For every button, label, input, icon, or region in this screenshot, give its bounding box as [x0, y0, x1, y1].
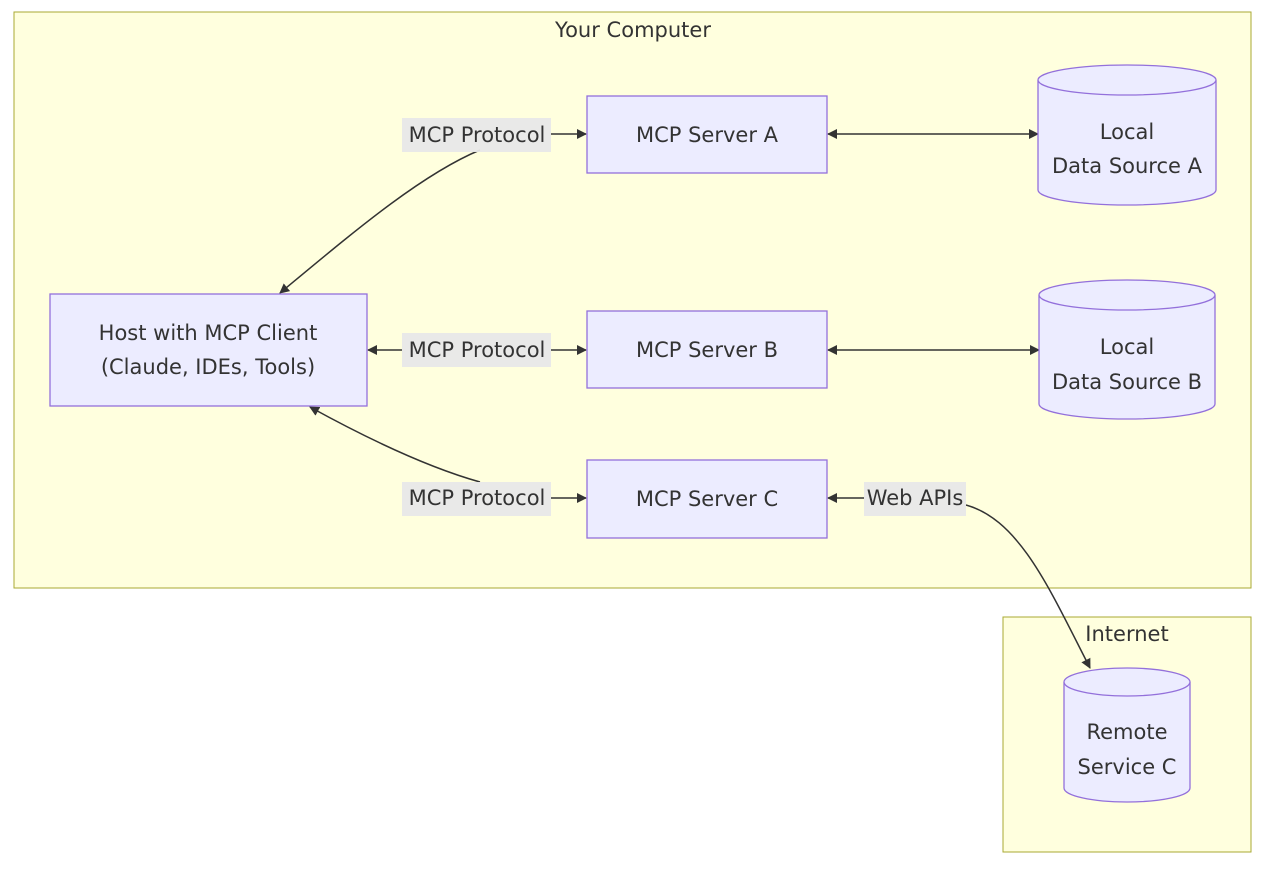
node-data-source-a[interactable]: Local Data Source A	[1037, 64, 1217, 206]
edge-label-host-server-a: MCP Protocol	[409, 123, 546, 147]
edge-label-host-server-c: MCP Protocol	[409, 486, 546, 510]
node-data-source-b-line-2: Data Source B	[1052, 370, 1202, 394]
cluster-your-computer-label: Your Computer	[554, 18, 711, 42]
edge-label-host-server-b: MCP Protocol	[409, 338, 546, 362]
edge-host-to-server-a: MCP Protocol	[279, 118, 587, 294]
node-server-a[interactable]: MCP Server A	[586, 95, 828, 174]
node-server-c-label: MCP Server C	[636, 487, 778, 511]
node-server-b[interactable]: MCP Server B	[586, 310, 828, 389]
node-data-source-b[interactable]: Local Data Source B	[1038, 279, 1216, 420]
node-remote-service-c[interactable]: Remote Service C	[1063, 667, 1191, 803]
node-server-b-label: MCP Server B	[636, 338, 778, 362]
edge-host-to-server-c: MCP Protocol	[309, 406, 587, 516]
node-server-c[interactable]: MCP Server C	[586, 459, 828, 539]
node-remote-service-c-line-2: Service C	[1078, 755, 1177, 779]
edge-host-to-server-b: MCP Protocol	[367, 333, 587, 367]
node-data-source-a-line-1: Local	[1100, 120, 1154, 144]
node-host-line-1: Host with MCP Client	[99, 321, 318, 345]
node-remote-service-c-line-1: Remote	[1086, 720, 1167, 744]
node-server-a-label: MCP Server A	[636, 123, 779, 147]
node-host[interactable]: Host with MCP Client (Claude, IDEs, Tool…	[49, 293, 368, 407]
node-host-line-2: (Claude, IDEs, Tools)	[101, 355, 315, 379]
node-data-source-b-line-1: Local	[1100, 335, 1154, 359]
edge-server-c-to-remote-c: Web APIs	[827, 482, 1091, 669]
edge-label-web-apis: Web APIs	[867, 486, 964, 510]
cluster-internet-label: Internet	[1085, 622, 1168, 646]
node-data-source-a-line-2: Data Source A	[1052, 154, 1203, 178]
